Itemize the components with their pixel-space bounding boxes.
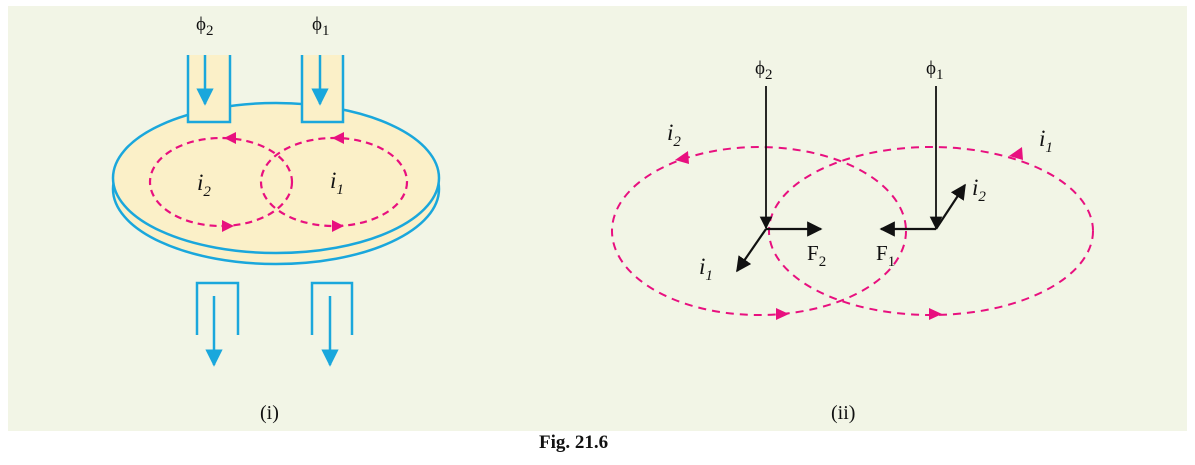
i2-label-i: i2 — [197, 170, 211, 200]
loop-arrow-i2-bottom — [776, 308, 789, 320]
vector-label-i2: i2 — [972, 175, 986, 205]
panel-ii: ϕ2 ϕ1 i2 i1 i1 F2 F1 i2 (ii) — [611, 58, 1094, 424]
loop-label-i2: i2 — [667, 120, 681, 150]
vector-i2 — [935, 183, 966, 230]
pole-lower-right — [310, 281, 354, 335]
loop-label-i1: i1 — [1039, 126, 1053, 156]
i1-label-i: i1 — [330, 168, 344, 198]
figure-caption: Fig. 21.6 — [539, 432, 608, 453]
pole-upper-right — [300, 55, 345, 124]
pole-lower-left — [195, 281, 240, 335]
panel-i-label: (i) — [260, 402, 279, 424]
vector-label-F2: F2 — [807, 241, 826, 270]
vector-label-F1: F1 — [876, 241, 895, 270]
disc-face — [111, 101, 441, 255]
vector-i1 — [736, 228, 767, 273]
phi1-label-i: ϕ1 — [312, 14, 330, 39]
phi1-label-ii: ϕ1 — [926, 58, 944, 83]
current-loop-i1 — [768, 146, 1094, 316]
loop-arrow-i1-bottom — [929, 308, 942, 320]
eddy-arrow-top-left — [224, 132, 236, 144]
eddy-arrow-bottom-right — [332, 220, 344, 232]
loop-arrow-i1-top — [1009, 147, 1023, 160]
loop-arrow-i2-top — [675, 151, 689, 164]
phi2-label-ii: ϕ2 — [755, 58, 773, 83]
pole-upper-left — [186, 55, 232, 124]
panel-i: ϕ2 ϕ1 i2 i1 (i) — [111, 14, 441, 424]
phi2-label-i: ϕ2 — [196, 14, 214, 39]
current-loop-i2 — [611, 146, 907, 316]
eddy-loop-i2 — [148, 136, 294, 228]
eddy-arrow-top-right — [332, 132, 344, 144]
eddy-arrow-bottom-left — [222, 220, 234, 232]
vector-label-i1: i1 — [699, 254, 713, 284]
panel-ii-label: (ii) — [831, 402, 855, 424]
